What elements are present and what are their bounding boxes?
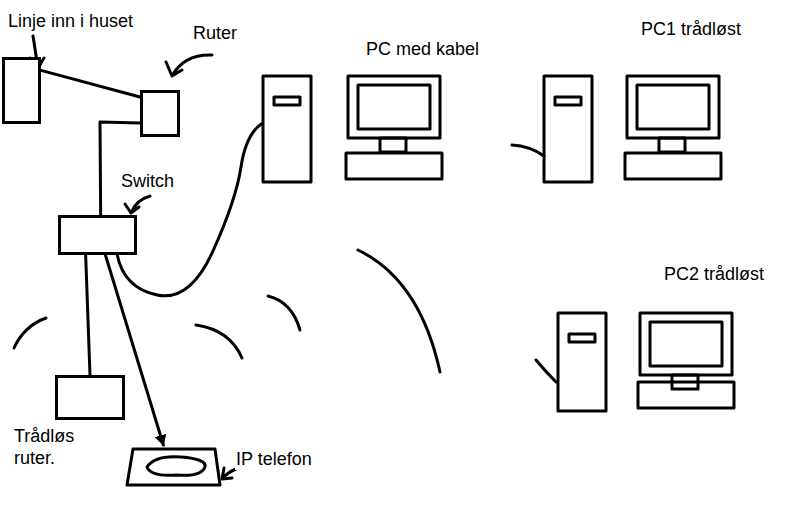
phone-handset xyxy=(147,457,205,476)
node-label: PC2 trådløst xyxy=(663,263,765,285)
cable-line xyxy=(86,255,90,375)
monitor-base xyxy=(346,153,442,179)
leader-arrow xyxy=(222,468,236,479)
pc-figure-outline xyxy=(557,312,739,412)
drive-slot xyxy=(555,97,581,105)
wireless-router-box: Trådløs ruter. xyxy=(55,375,125,420)
pc-tower xyxy=(263,76,311,182)
node-label: IP telefon xyxy=(235,448,313,470)
wireless-wave xyxy=(196,325,242,358)
monitor-screen xyxy=(650,322,722,366)
monitor-base xyxy=(625,153,721,179)
pc-drawing xyxy=(558,313,734,411)
pc-tower xyxy=(544,76,592,182)
node-label: Ruter xyxy=(192,22,238,44)
monitor xyxy=(640,313,732,375)
monitor-base xyxy=(638,382,734,408)
node-label: PC med kabel xyxy=(365,38,480,60)
node-label: Switch xyxy=(120,170,175,192)
pc-figure-outline xyxy=(543,75,723,183)
phone-body xyxy=(127,449,220,485)
node-label: PC1 trådløst xyxy=(640,18,742,40)
monitor-stand xyxy=(659,138,685,152)
switch-box: Switch xyxy=(58,215,137,255)
monitor xyxy=(348,76,440,138)
router-box: Ruter xyxy=(140,90,180,137)
line-in-box: Linje inn i huset xyxy=(2,57,41,124)
node-label: Linje inn i huset xyxy=(7,10,134,32)
cable-line xyxy=(41,70,140,97)
wireless-wave xyxy=(268,296,300,330)
wireless-wave xyxy=(536,360,556,382)
monitor-stand xyxy=(380,138,406,152)
monitor xyxy=(627,76,719,138)
wireless-wave xyxy=(14,318,46,348)
wireless-wave xyxy=(358,250,440,372)
pc-figure: PC2 trådløst xyxy=(557,312,739,412)
pc-figure-outline xyxy=(262,75,442,183)
pc-figure: PC1 trådløst xyxy=(543,75,723,183)
monitor-screen xyxy=(358,85,430,129)
wireless-wave xyxy=(512,145,544,156)
phone-drawing xyxy=(127,449,220,485)
drive-slot xyxy=(274,97,300,105)
ip-phone-outline xyxy=(125,445,221,487)
cable-line xyxy=(100,122,140,215)
pc-tower xyxy=(558,313,606,411)
cable-line xyxy=(117,124,262,296)
leader-arrow xyxy=(125,196,150,213)
ip-phone: IP telefon xyxy=(125,445,221,487)
pc-drawing xyxy=(263,76,442,182)
pc-figure: PC med kabel xyxy=(262,75,442,183)
node-label: Trådløs ruter. xyxy=(13,425,95,469)
pc-drawing xyxy=(544,76,721,182)
leader-arrow xyxy=(166,55,212,76)
drive-slot xyxy=(569,334,595,342)
monitor-screen xyxy=(637,85,709,129)
